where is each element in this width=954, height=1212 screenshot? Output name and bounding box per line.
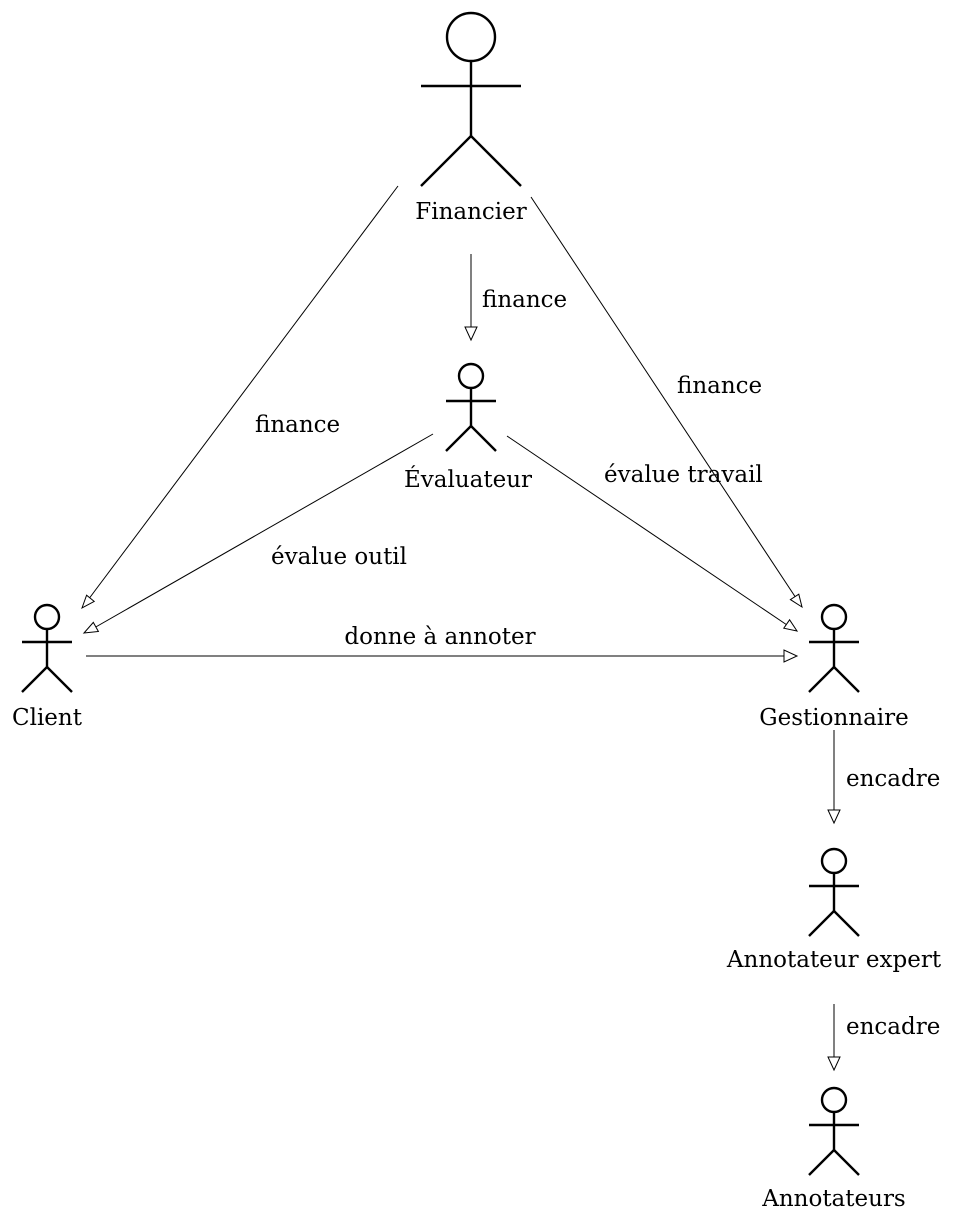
stick-figure-icon (808, 603, 860, 693)
actor-financier: Financier (415, 11, 527, 225)
label-financier-gestionnaire: finance (677, 373, 762, 399)
edge-financier-evaluateur (464, 254, 478, 342)
actor-label: Annotateurs (761, 1186, 906, 1212)
stick-figure-icon (420, 11, 522, 187)
label-expert-annotateurs: encadre (846, 1014, 940, 1040)
actor-label: Annotateur expert (726, 947, 942, 973)
edge-labels: finance finance finance évalue outil éva… (255, 287, 940, 1040)
arrowhead-icon (82, 621, 100, 634)
actor-label: Évaluateur (404, 466, 532, 493)
arrowhead-icon (81, 594, 96, 610)
arrowhead-icon (783, 649, 799, 663)
actor-label: Financier (415, 199, 527, 225)
edge-financier-client (81, 185, 399, 610)
stick-figure-icon (21, 603, 73, 693)
edge-financier-gestionnaire (530, 196, 803, 609)
label-evaluateur-client: évalue outil (271, 544, 407, 570)
actor-label: Gestionnaire (759, 705, 909, 731)
actor-gestionnaire: Gestionnaire (759, 603, 909, 731)
edge-gestionnaire-expert (827, 730, 841, 825)
label-financier-evaluateur: finance (482, 287, 567, 313)
label-gestionnaire-expert: encadre (846, 766, 940, 792)
arrowhead-icon (789, 593, 803, 609)
edge-evaluateur-gestionnaire (506, 435, 799, 632)
label-evaluateur-gestionnaire: évalue travail (604, 462, 763, 488)
actor-label: Client (12, 705, 83, 731)
actor-annotateurs: Annotateurs (761, 1086, 906, 1212)
actor-client: Client (12, 603, 83, 731)
label-financier-client: finance (255, 412, 340, 438)
stick-figure-icon (808, 1086, 860, 1176)
arrowhead-icon (827, 1056, 841, 1072)
edge-expert-annotateurs (827, 1004, 841, 1072)
arrowhead-icon (827, 809, 841, 825)
stick-figure-icon (445, 362, 497, 452)
actor-evaluateur: Évaluateur (404, 362, 532, 493)
label-client-gestionnaire: donne à annoter (344, 624, 535, 650)
edge-client-gestionnaire (86, 649, 799, 663)
edges (81, 185, 841, 1072)
actor-annotateur-expert: Annotateur expert (726, 847, 942, 973)
arrowhead-icon (464, 326, 478, 342)
arrowhead-icon (782, 618, 799, 632)
edge-evaluateur-client (82, 433, 434, 634)
stick-figure-icon (808, 847, 860, 937)
